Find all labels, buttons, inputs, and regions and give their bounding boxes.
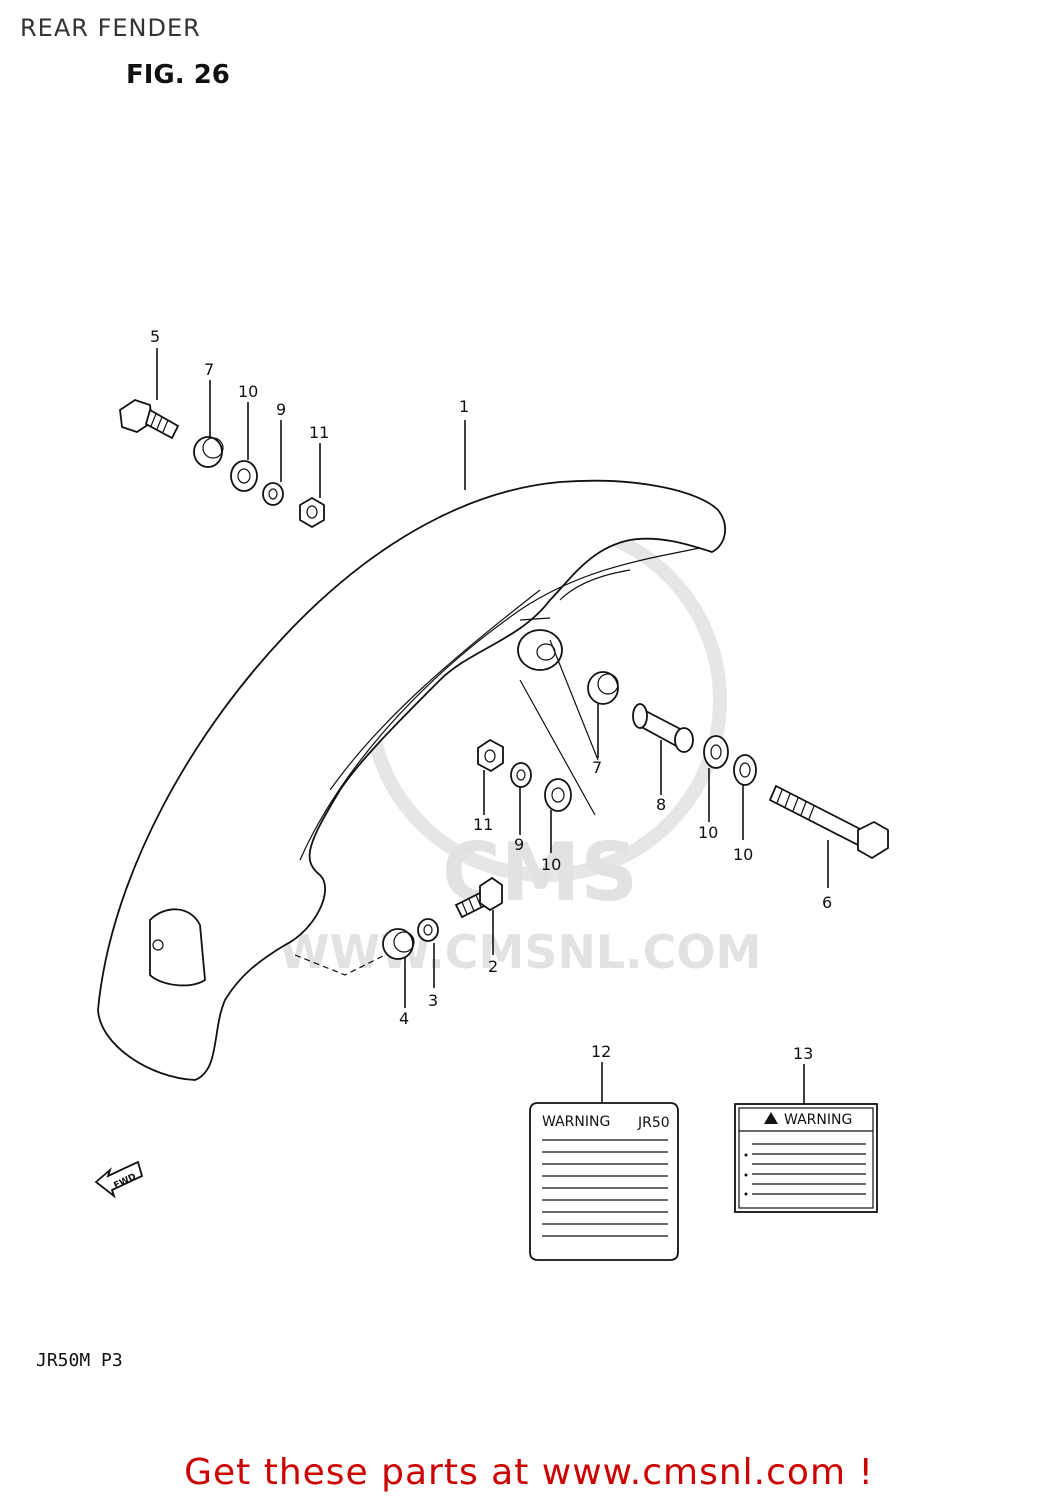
- callout-7-right: 7: [592, 758, 602, 777]
- part-1-rear-fender: [97, 479, 726, 1081]
- part-6-bolt: [768, 784, 889, 860]
- callout-12: 12: [591, 1042, 611, 1061]
- part-2-bolt: [454, 876, 503, 919]
- label-13-heading: WARNING: [784, 1112, 852, 1128]
- watermark-url: WWW.CMSNL.COM: [279, 925, 762, 979]
- callout-3: 3: [428, 991, 438, 1010]
- footer-parts-link[interactable]: Get these parts at www.cmsnl.com !: [184, 1452, 874, 1493]
- part-7-cushion-upper: [193, 436, 224, 468]
- part-10-washer-right-b: [733, 754, 757, 786]
- part-9-lock-washer-upper: [262, 482, 284, 506]
- figure-label: FIG. 26: [126, 60, 230, 90]
- part-11-nut-middle: [477, 738, 504, 773]
- callout-11-upper: 11: [309, 423, 329, 442]
- callout-11-middle: 11: [473, 815, 493, 834]
- callout-numbers: 5 7 10 9 11 1 7 8 10 10 6 11 9 10 2 3 4 …: [150, 327, 832, 1063]
- label-12-heading: WARNING: [542, 1114, 610, 1130]
- callout-6: 6: [822, 893, 832, 912]
- part-12-warning-label: WARNING JR50: [529, 1102, 679, 1261]
- part-3-washer: [417, 918, 439, 942]
- part-13-warning-label: WARNING: [734, 1103, 878, 1213]
- part-8-spacer: [632, 703, 694, 753]
- callout-10-right-b: 10: [733, 845, 753, 864]
- callout-10-middle: 10: [541, 855, 561, 874]
- callout-2: 2: [488, 957, 498, 976]
- part-10-washer-middle: [544, 778, 572, 812]
- part-4-cushion: [382, 928, 415, 960]
- part-9-lock-washer-middle: [510, 762, 532, 788]
- model-code: JR50M P3: [36, 1350, 123, 1371]
- callout-4: 4: [399, 1009, 409, 1028]
- assembly-lines: [294, 639, 599, 976]
- exploded-parts-diagram: CMS WWW.CMSNL.COM: [94, 327, 889, 1261]
- callout-13: 13: [793, 1044, 813, 1063]
- part-10-washer-upper: [230, 460, 258, 492]
- part-10-washer-right-a: [703, 735, 729, 769]
- callout-10-upper: 10: [238, 382, 258, 401]
- page-title: REAR FENDER: [20, 14, 201, 42]
- forward-arrow-icon: FWD: [94, 1160, 144, 1199]
- warning-triangle-icon: [764, 1112, 778, 1124]
- callout-8: 8: [656, 795, 666, 814]
- leader-lines: [156, 348, 829, 1105]
- callout-1: 1: [459, 397, 469, 416]
- callout-7-upper: 7: [204, 360, 214, 379]
- callout-10-right-a: 10: [698, 823, 718, 842]
- callout-9-upper: 9: [276, 400, 286, 419]
- callout-9-middle: 9: [514, 835, 524, 854]
- callout-5: 5: [150, 327, 160, 346]
- part-7-cushion-right: [587, 671, 619, 705]
- label-12-tag: JR50: [637, 1115, 670, 1131]
- part-5-bolt: [119, 399, 180, 440]
- part-11-nut-upper: [299, 496, 325, 529]
